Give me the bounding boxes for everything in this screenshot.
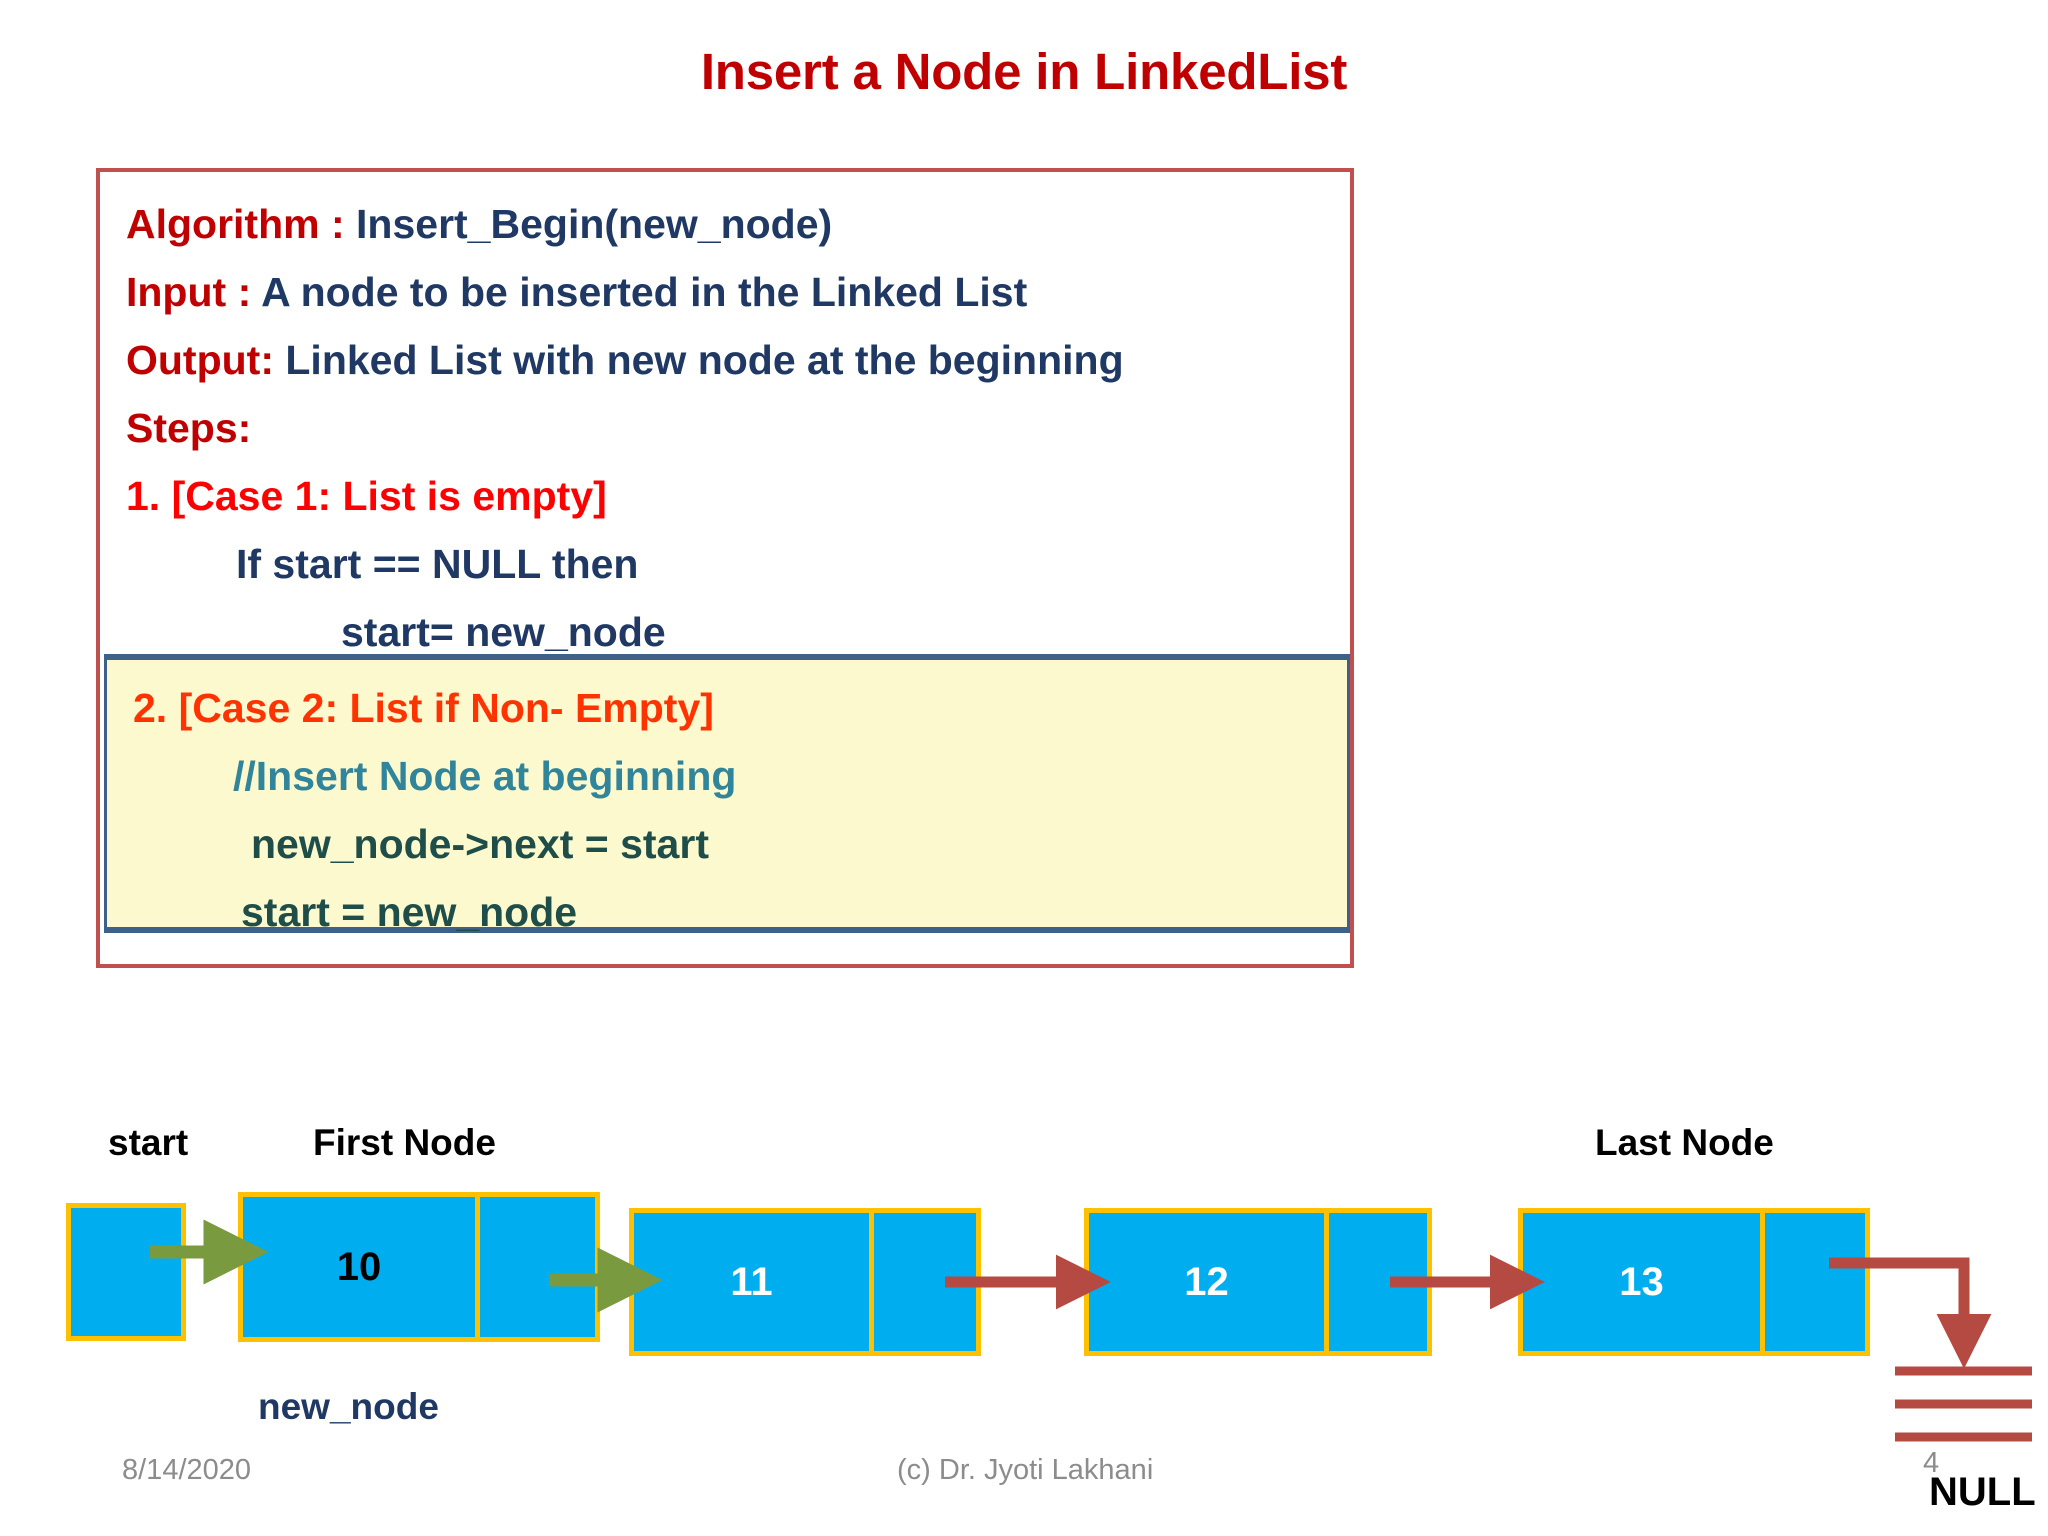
output-label: Output: bbox=[126, 337, 286, 383]
start-pointer-box bbox=[66, 1203, 186, 1341]
case2-comment: //Insert Node at beginning bbox=[233, 753, 737, 799]
node-13-data: 13 bbox=[1523, 1213, 1760, 1351]
node-11-divider bbox=[869, 1213, 874, 1351]
node-11-pointer bbox=[874, 1213, 976, 1351]
node-new-divider bbox=[475, 1197, 480, 1337]
node-12: 12 bbox=[1084, 1208, 1432, 1356]
algorithm-line-input: Input : A node to be inserted in the Lin… bbox=[126, 258, 1350, 326]
label-last-node: Last Node bbox=[1595, 1122, 1774, 1163]
slide-number: 4 bbox=[1923, 1447, 1940, 1479]
page-title: Insert a Node in LinkedList bbox=[700, 43, 1348, 100]
algorithm-line-steps: Steps: bbox=[126, 394, 1350, 462]
algorithm-line-output: Output: Linked List with new node at the… bbox=[126, 326, 1350, 394]
footer-date: 8/14/2020 bbox=[122, 1454, 252, 1486]
node-13-pointer bbox=[1765, 1213, 1865, 1351]
output-description: Linked List with new node at the beginni… bbox=[285, 337, 1124, 383]
case2-line-next: new_node->next = start bbox=[251, 821, 709, 867]
input-label: Input : bbox=[126, 269, 262, 315]
label-first-node: First Node bbox=[313, 1122, 496, 1163]
node-new: 10 bbox=[238, 1192, 600, 1342]
node-12-divider bbox=[1324, 1213, 1329, 1351]
algorithm-line-algorithm: Algorithm : Insert_Begin(new_node) bbox=[126, 190, 1350, 258]
node-12-pointer bbox=[1329, 1213, 1427, 1351]
algorithm-label: Algorithm : bbox=[126, 201, 357, 247]
label-start: start bbox=[108, 1122, 189, 1163]
footer-copyright: (c) Dr. Jyoti Lakhani bbox=[897, 1454, 1154, 1486]
algorithm-signature: Insert_Begin(new_node) bbox=[356, 201, 833, 247]
case2-highlight-block: 2. [Case 2: List if Non- Empty] //Insert… bbox=[104, 654, 1350, 935]
input-description: A node to be inserted in the Linked List bbox=[261, 269, 1028, 315]
node-13: 13 bbox=[1518, 1208, 1870, 1356]
node-12-data: 12 bbox=[1089, 1213, 1324, 1351]
node-new-pointer bbox=[480, 1197, 595, 1337]
node-11-data: 11 bbox=[634, 1213, 869, 1351]
case1-heading: 1. [Case 1: List is empty] bbox=[126, 473, 607, 519]
start-pointer-cell bbox=[71, 1208, 181, 1336]
node-13-divider bbox=[1760, 1213, 1765, 1351]
node-new-data: 10 bbox=[243, 1197, 475, 1337]
case1-line-if: If start == NULL then bbox=[236, 541, 639, 587]
case2-heading: 2. [Case 2: List if Non- Empty] bbox=[133, 685, 714, 731]
case1-line-assign: start= new_node bbox=[341, 609, 666, 655]
label-new-node: new_node bbox=[258, 1386, 439, 1427]
algorithm-box: Algorithm : Insert_Begin(new_node) Input… bbox=[96, 168, 1354, 968]
node-11: 11 bbox=[629, 1208, 981, 1356]
case2-line-start: start = new_node bbox=[241, 889, 578, 935]
label-null: NULL bbox=[1929, 1470, 2036, 1514]
steps-label: Steps: bbox=[126, 405, 252, 451]
null-ground-symbol bbox=[1895, 1366, 2032, 1442]
algorithm-upper-section: Algorithm : Insert_Begin(new_node) Input… bbox=[100, 172, 1350, 666]
